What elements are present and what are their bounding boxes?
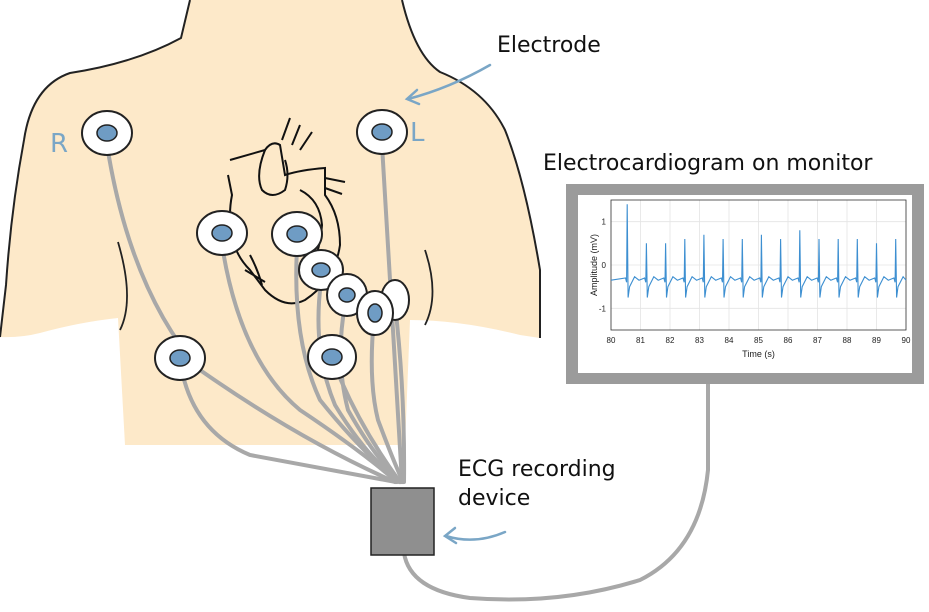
label-left: L xyxy=(410,118,425,148)
wire xyxy=(369,316,405,484)
torso-body xyxy=(0,0,540,445)
y-tick-label: 1 xyxy=(602,218,607,227)
x-tick-label: 83 xyxy=(695,336,704,345)
wire xyxy=(178,358,398,484)
y-tick-label: 0 xyxy=(602,261,607,270)
ecg-trace xyxy=(610,204,907,298)
electrode-callout: Electrode xyxy=(497,33,601,58)
torso-outline-left xyxy=(0,0,191,338)
armpit-left xyxy=(117,241,128,331)
x-tick-label: 90 xyxy=(902,336,911,345)
electrode xyxy=(196,210,248,256)
electrode xyxy=(356,290,394,336)
x-tick-label: 85 xyxy=(754,336,763,345)
x-tick-label: 80 xyxy=(607,336,616,345)
x-tick-label: 86 xyxy=(784,336,793,345)
x-axis-label: Time (s) xyxy=(742,349,775,359)
device-label-line1: ECG recording xyxy=(458,457,616,482)
label-right: R xyxy=(50,129,68,159)
armpit-right xyxy=(424,249,434,326)
monitor-screen xyxy=(578,195,912,373)
x-tick-label: 81 xyxy=(636,336,645,345)
recording-device xyxy=(370,487,435,556)
electrode-arrow-icon xyxy=(404,63,492,106)
x-tick-label: 89 xyxy=(872,336,881,345)
torso-outline-right xyxy=(401,0,541,338)
x-tick-label: 84 xyxy=(725,336,734,345)
device-arrow-icon xyxy=(442,526,507,545)
monitor-title: Electrocardiogram on monitor xyxy=(543,151,873,176)
device-label-line2: device xyxy=(458,486,530,511)
electrode xyxy=(154,335,206,381)
electrode xyxy=(356,109,408,155)
electrode xyxy=(81,110,133,156)
y-axis-label: Amplitude (mV) xyxy=(589,234,599,296)
electrode xyxy=(271,211,323,257)
electrode xyxy=(307,334,357,380)
y-tick-label: -1 xyxy=(599,304,607,313)
x-tick-label: 88 xyxy=(843,336,852,345)
x-tick-label: 87 xyxy=(813,336,822,345)
wire xyxy=(316,280,402,484)
wire xyxy=(393,303,407,484)
plot-border xyxy=(610,199,907,331)
monitor-cable xyxy=(402,373,710,602)
x-tick-label: 82 xyxy=(666,336,675,345)
wire xyxy=(220,243,399,484)
